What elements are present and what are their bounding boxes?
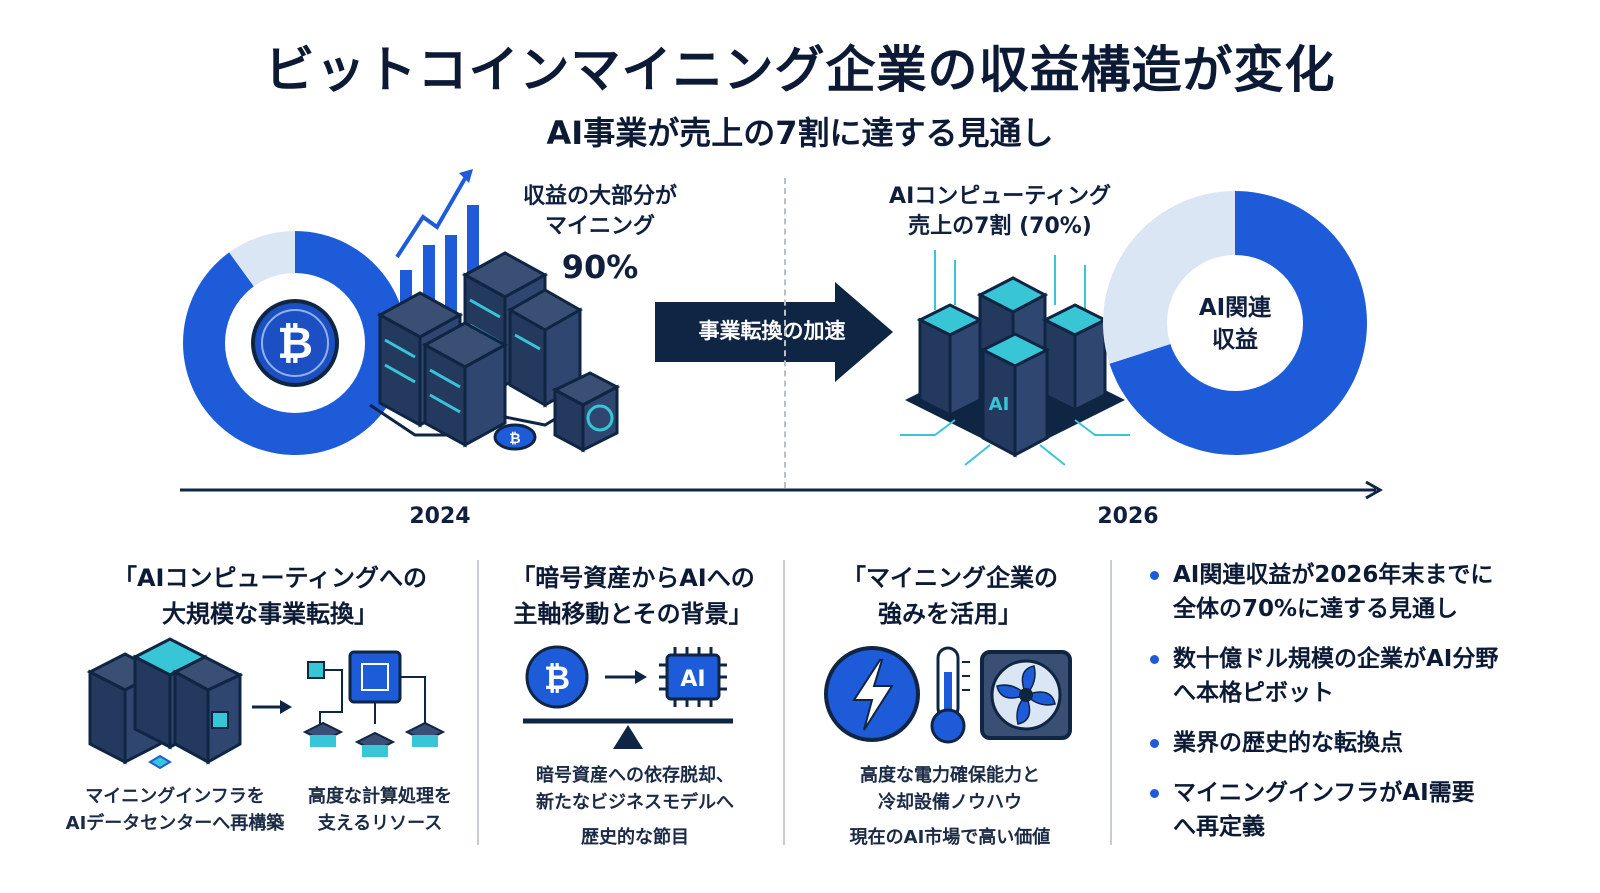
year-2026: 2026 bbox=[1097, 504, 1159, 529]
donut-chart-2024: ₿ bbox=[183, 231, 407, 455]
card-3-heading: 「マイニング企業の 強みを活用」 bbox=[800, 560, 1100, 632]
ai-circuit-lines bbox=[900, 250, 1130, 466]
transition-arrow bbox=[655, 282, 893, 382]
ai-server-label: AI bbox=[989, 394, 1010, 415]
donut-chart-2026 bbox=[1103, 191, 1367, 455]
card-1-caption-left-line2: AIデータセンターへ再構築 bbox=[65, 813, 285, 834]
ai-server-rack-icon bbox=[916, 303, 984, 418]
donut-center-line1: AI関連 bbox=[1198, 295, 1272, 321]
left-note-line2: マイニング bbox=[544, 214, 655, 239]
key-point-line1: マイニングインフラがAI需要 bbox=[1173, 780, 1475, 806]
key-point-line2: へ再定義 bbox=[1173, 814, 1265, 840]
balance-scale-icon bbox=[523, 718, 733, 749]
card-1-caption-right-line2: 支えるリソース bbox=[317, 813, 443, 834]
server-stack-icon bbox=[86, 637, 244, 770]
compute-chip-network-icon bbox=[302, 650, 446, 757]
ai-server-rack-icon bbox=[1041, 303, 1109, 413]
svg-text:₿: ₿ bbox=[509, 431, 520, 447]
card-1-caption-right-line1: 高度な計算処理を bbox=[308, 786, 452, 807]
thermometer-icon bbox=[930, 646, 970, 744]
card-2-caption-line2: 新たなビジネスモデルへ bbox=[536, 792, 734, 813]
key-point-item: 業界の歴史的な転換点 bbox=[1150, 726, 1590, 760]
key-point-line2: へ本格ピボット bbox=[1173, 680, 1334, 706]
timeline-axis bbox=[180, 480, 1384, 500]
card-2-illustration: ₿ AI bbox=[523, 645, 733, 749]
bullet-dot-icon bbox=[1150, 789, 1159, 798]
ai-server-rack-icon: AI bbox=[979, 332, 1051, 458]
donut-2026-center-label: AI関連 収益 bbox=[1170, 292, 1300, 356]
bitcoin-icon: ₿ bbox=[525, 645, 589, 709]
cooling-fan-unit-icon bbox=[551, 371, 621, 453]
transition-label: 事業転換の加速 bbox=[698, 319, 846, 343]
card-divider bbox=[783, 560, 785, 845]
card-1-heading-line2: 大規模な事業転換」 bbox=[162, 600, 378, 628]
key-point-line2: 全体の70%に達する見通し bbox=[1173, 596, 1459, 622]
year-2024: 2024 bbox=[409, 504, 471, 529]
card-divider bbox=[1110, 560, 1112, 845]
key-point-line1: AI関連収益が2026年末までに bbox=[1173, 562, 1494, 588]
bitcoin-icon: ₿ bbox=[251, 299, 339, 387]
right-note: AIコンピューティング 売上の7割 (70%) bbox=[860, 182, 1140, 242]
card-3-caption-line1: 高度な電力確保能力と bbox=[860, 765, 1040, 786]
period-divider bbox=[784, 178, 786, 488]
server-rack-icon bbox=[421, 321, 509, 448]
ai-server-illustration: AI bbox=[900, 250, 1130, 466]
bullet-dot-icon bbox=[1150, 739, 1159, 748]
mining-server-illustration: ₿ bbox=[369, 169, 621, 453]
card-1-caption-left: マイニングインフラを AIデータセンターへ再構築 bbox=[60, 783, 290, 837]
card-3-caption-line2: 冷却設備ノウハウ bbox=[878, 792, 1022, 813]
key-point-line1: 数十億ドル規模の企業がAI分野 bbox=[1173, 646, 1499, 672]
ai-chip-label: AI bbox=[680, 667, 705, 692]
left-percent: 90% bbox=[561, 248, 639, 286]
card-2-heading-line2: 主軸移動とその背景」 bbox=[513, 600, 753, 628]
arrow-right-icon bbox=[252, 700, 292, 714]
card-2-caption: 暗号資産への依存脱却、 新たなビジネスモデルへ 歴史的な節目 bbox=[490, 762, 780, 851]
bullet-dot-icon bbox=[1150, 571, 1159, 580]
donut-2026-hole bbox=[1167, 255, 1303, 391]
card-divider bbox=[477, 560, 479, 845]
page-subtitle: AI事業が売上の7割に達する見通し bbox=[546, 114, 1054, 152]
bullet-dot-icon bbox=[1150, 655, 1159, 664]
donut-center-line2: 収益 bbox=[1212, 327, 1258, 353]
arrow-right-icon bbox=[605, 670, 647, 684]
key-point-item: AI関連収益が2026年末までに 全体の70%に達する見通し bbox=[1150, 558, 1590, 626]
key-point-line1: 業界の歴史的な転換点 bbox=[1173, 730, 1403, 756]
card-1-illustration bbox=[86, 637, 446, 770]
card-1-caption-right: 高度な計算処理を 支えるリソース bbox=[290, 783, 470, 837]
svg-text:₿: ₿ bbox=[277, 318, 313, 369]
card-3-caption-line3: 現在のAI市場で高い価値 bbox=[849, 827, 1051, 848]
key-points-list: AI関連収益が2026年末までに 全体の70%に達する見通し 数十億ドル規模の企… bbox=[1150, 558, 1590, 860]
ai-chip-icon: AI bbox=[659, 647, 727, 707]
card-3-heading-line1: 「マイニング企業の bbox=[842, 564, 1058, 592]
card-3-illustration bbox=[824, 646, 1072, 744]
left-note-line1: 収益の大部分が bbox=[522, 184, 677, 209]
card-1-caption-left-line1: マイニングインフラを bbox=[85, 786, 265, 807]
card-2-caption-line3: 歴史的な節目 bbox=[581, 827, 689, 848]
cooling-fan-icon bbox=[980, 650, 1072, 740]
card-2-heading: 「暗号資産からAIへの 主軸移動とその背景」 bbox=[488, 560, 778, 632]
left-note: 収益の大部分が マイニング bbox=[480, 182, 720, 242]
card-2-caption-line1: 暗号資産への依存脱却、 bbox=[536, 765, 734, 786]
key-point-item: 数十億ドル規模の企業がAI分野 へ本格ピボット bbox=[1150, 642, 1590, 710]
svg-text:₿: ₿ bbox=[544, 659, 570, 697]
card-1-heading: 「AIコンピューティングへの 大規模な事業転換」 bbox=[60, 560, 480, 632]
lightning-bolt-icon bbox=[824, 646, 920, 742]
card-3-caption: 高度な電力確保能力と 冷却設備ノウハウ 現在のAI市場で高い価値 bbox=[800, 762, 1100, 851]
bitcoin-coin-icon: ₿ bbox=[493, 423, 537, 451]
key-point-item: マイニングインフラがAI需要 へ再定義 bbox=[1150, 776, 1590, 844]
right-note-line2: 売上の7割 (70%) bbox=[908, 214, 1092, 239]
card-3-heading-line2: 強みを活用」 bbox=[878, 600, 1022, 628]
card-1-heading-line1: 「AIコンピューティングへの bbox=[112, 564, 428, 592]
right-note-line1: AIコンピューティング bbox=[889, 184, 1111, 209]
card-2-heading-line1: 「暗号資産からAIへの bbox=[511, 564, 755, 592]
page-title: ビットコインマイニング企業の収益構造が変化 bbox=[264, 41, 1336, 99]
